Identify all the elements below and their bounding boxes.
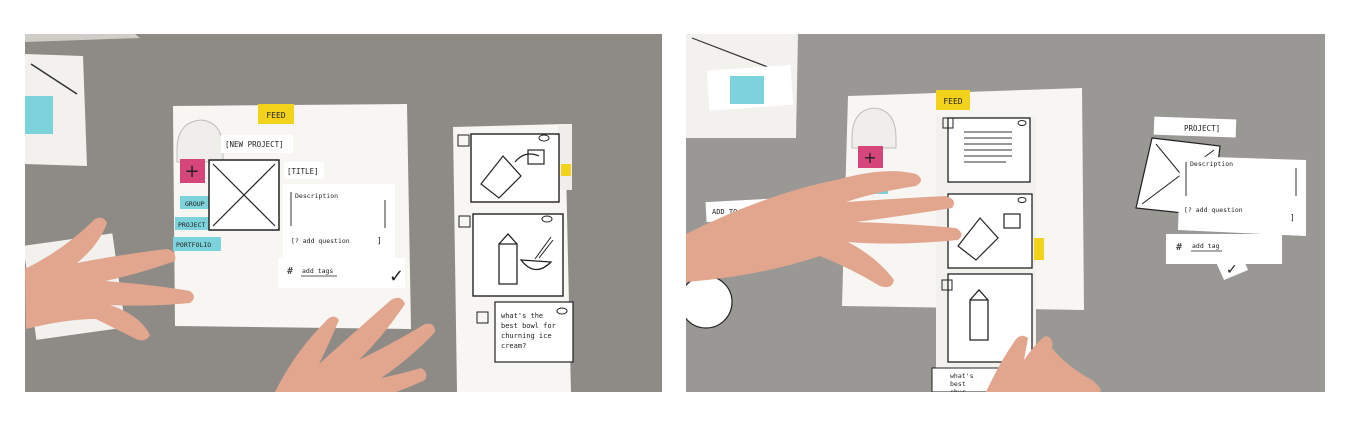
right-hand (986, 335, 1101, 392)
avatar-icon-2 (458, 215, 471, 228)
project-card (1153, 116, 1237, 138)
new-project-label: [NEW PROJECT] (225, 140, 284, 149)
eye-icon-2 (541, 215, 553, 223)
feed-tab-label: FEED (943, 97, 962, 106)
plus-glyph: + (184, 161, 199, 182)
cyan-sticky-small (25, 96, 53, 134)
add-to-label: ADD TO ... (712, 208, 754, 216)
add-question-label: [? add question (1184, 206, 1243, 214)
avatar-icon (457, 134, 470, 147)
card-caption-line-4: cream? (501, 342, 526, 350)
avatar-icon-3 (941, 279, 953, 291)
card-caption-line-2: best bowl for (501, 322, 556, 330)
stray-paper-top (25, 34, 140, 42)
eye-icon (538, 134, 550, 142)
hash-label: # (287, 266, 293, 277)
tags-card (278, 258, 405, 288)
new-project-card (221, 135, 293, 153)
project-label: PROJECT] (1184, 124, 1220, 133)
side-tag-portfolio-label: PORTFOLIO (176, 241, 211, 249)
eye-icon-3 (556, 307, 568, 315)
feed-tab-label: FEED (266, 111, 285, 120)
title-card (284, 162, 324, 179)
check-mark: ✓ (389, 266, 404, 287)
avatar-icon-3 (476, 311, 489, 324)
cyan-sticky (730, 76, 764, 104)
add-tags-label: add tags (302, 267, 333, 275)
feed-card-2 (472, 213, 564, 297)
feed-card-1 (470, 133, 560, 203)
left-photo-scene: FEED + GROUP PROJECT PORTFOLIO [NEW PROJ… (25, 34, 662, 392)
search-sticky (561, 164, 571, 176)
card-caption-line-3: churning ice (501, 332, 552, 340)
eye-icon (1017, 120, 1027, 126)
circle-sketch (686, 275, 733, 329)
side-tag-portfolio (173, 237, 221, 251)
description-label: Description (295, 192, 338, 200)
side-tag-project (175, 217, 219, 230)
tags-card (1166, 234, 1282, 264)
feed-card-3 (494, 301, 574, 363)
plus-sticky (180, 159, 205, 183)
card-caption-line-2: best (950, 380, 966, 388)
feed-sticky (258, 104, 294, 124)
plus-sticky (858, 146, 883, 168)
search-sticky (1034, 238, 1044, 260)
right-hand (275, 297, 435, 392)
right-photo-scene: ADD TO ... FEED + what's b (686, 34, 1325, 392)
side-tag-group-label: GROUP (185, 200, 205, 208)
side-tag-project-label: PROJECT (178, 221, 205, 229)
card-caption-line-1: what's the (501, 312, 543, 320)
left-photo: FEED + GROUP PROJECT PORTFOLIO [NEW PROJ… (25, 34, 662, 392)
hash-label: # (1176, 242, 1182, 253)
description-card (283, 184, 395, 259)
description-card (1178, 156, 1306, 236)
feed-card-2 (947, 193, 1033, 269)
stray-sketch-card (25, 54, 87, 166)
description-label: Description (1190, 160, 1233, 168)
add-question-label: [? add question (291, 237, 350, 245)
avatar-icon (942, 117, 954, 129)
card-caption-line-1: what's (950, 372, 974, 380)
right-photo: ADD TO ... FEED + what's b (686, 34, 1325, 392)
eye-icon-2 (1017, 197, 1027, 203)
card-caption-line-3: chur (950, 388, 966, 392)
check-mark: ✓ (1226, 262, 1238, 278)
feed-sticky (936, 90, 970, 110)
left-hand (686, 171, 962, 288)
plus-glyph: + (863, 148, 876, 167)
add-tag-label: add tag (1192, 242, 1219, 250)
left-hand (25, 217, 194, 341)
add-question-close: ] (1290, 213, 1295, 222)
profile-sketch (851, 107, 897, 149)
title-label: [TITLE] (287, 167, 319, 176)
add-question-close: ] (377, 236, 382, 245)
